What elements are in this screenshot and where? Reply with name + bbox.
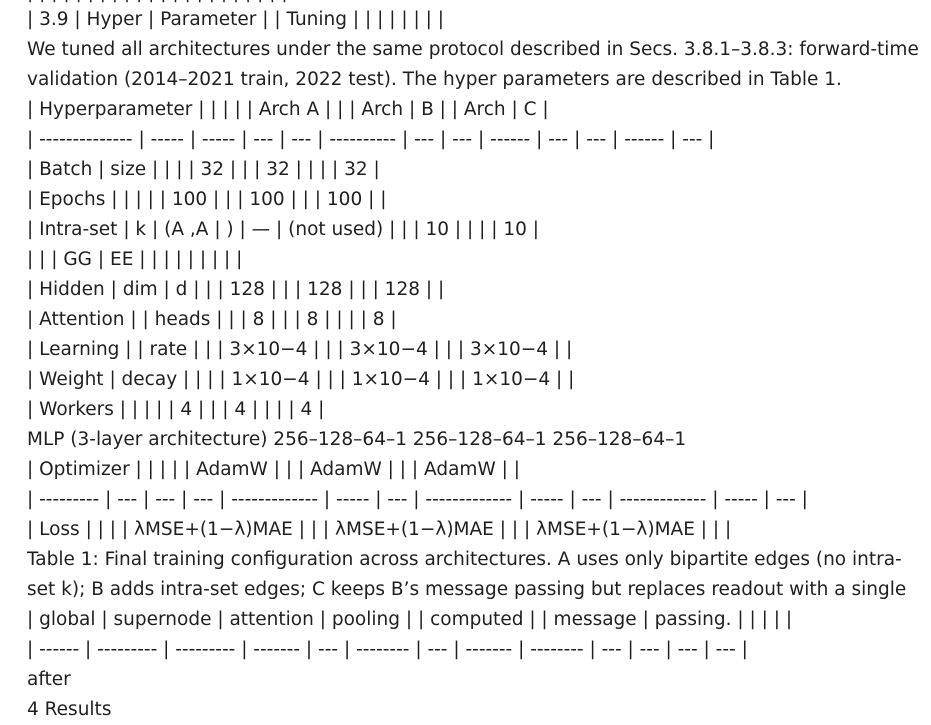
table-separator-row: | -------------- | ----- | ----- | --- |… bbox=[27, 129, 715, 150]
table-caption-line: Table 1: Final training configuration ac… bbox=[27, 549, 902, 570]
table-row: | Attention | | heads | | | 8 | | | 8 | … bbox=[27, 309, 397, 330]
table-row: | global | supernode | attention | pooli… bbox=[27, 609, 793, 630]
table-row: | Optimizer | | | | | AdamW | | | AdamW … bbox=[27, 459, 520, 480]
table-header-row: | Hyperparameter | | | | | Arch A | | | … bbox=[27, 99, 549, 120]
paragraph-line: validation (2014–2021 train, 2022 test).… bbox=[27, 69, 842, 90]
paragraph-line: MLP (3-layer architecture) 256–128–64–1 … bbox=[27, 429, 687, 450]
table-row: | Intra-set | k | (A ,A | ) | — | (not u… bbox=[27, 219, 539, 240]
table-row: | | | GG | EE | | | | | | | | | bbox=[27, 249, 243, 270]
table-separator-row: | --------- | --- | --- | --- | --------… bbox=[27, 489, 808, 510]
section-heading-line: 4 Results bbox=[27, 699, 112, 720]
table-row: | Learning | | rate | | | 3×10−4 | | | 3… bbox=[27, 339, 573, 360]
cut-off-top-line: | | | | | | | | | | | | | | | | | | | | … bbox=[27, 0, 288, 8]
table-separator-row: | ------ | --------- | --------- | -----… bbox=[27, 639, 748, 660]
table-row: | Workers | | | | | 4 | | | 4 | | | | 4 … bbox=[27, 399, 325, 420]
table-row: | Weight | decay | | | | 1×10−4 | | | 1×… bbox=[27, 369, 575, 390]
table-caption-line: set k); B adds intra-set edges; C keeps … bbox=[27, 579, 907, 600]
document-body: | 3.9 | Hyper | Parameter | | Tuning | |… bbox=[27, 5, 922, 725]
paragraph-line: after bbox=[27, 669, 71, 690]
section-heading-line: | 3.9 | Hyper | Parameter | | Tuning | |… bbox=[27, 9, 444, 30]
table-row: | Batch | size | | | | 32 | | | 32 | | |… bbox=[27, 159, 380, 180]
table-row: | Epochs | | | | | 100 | | | 100 | | | 1… bbox=[27, 189, 387, 210]
paragraph-line: We tuned all architectures under the sam… bbox=[27, 39, 919, 60]
table-row: | Loss | | | | λMSE+(1−λ)MAE | | | λMSE+… bbox=[27, 519, 732, 540]
table-row: | Hidden | dim | d | | | 128 | | | 128 |… bbox=[27, 279, 445, 300]
